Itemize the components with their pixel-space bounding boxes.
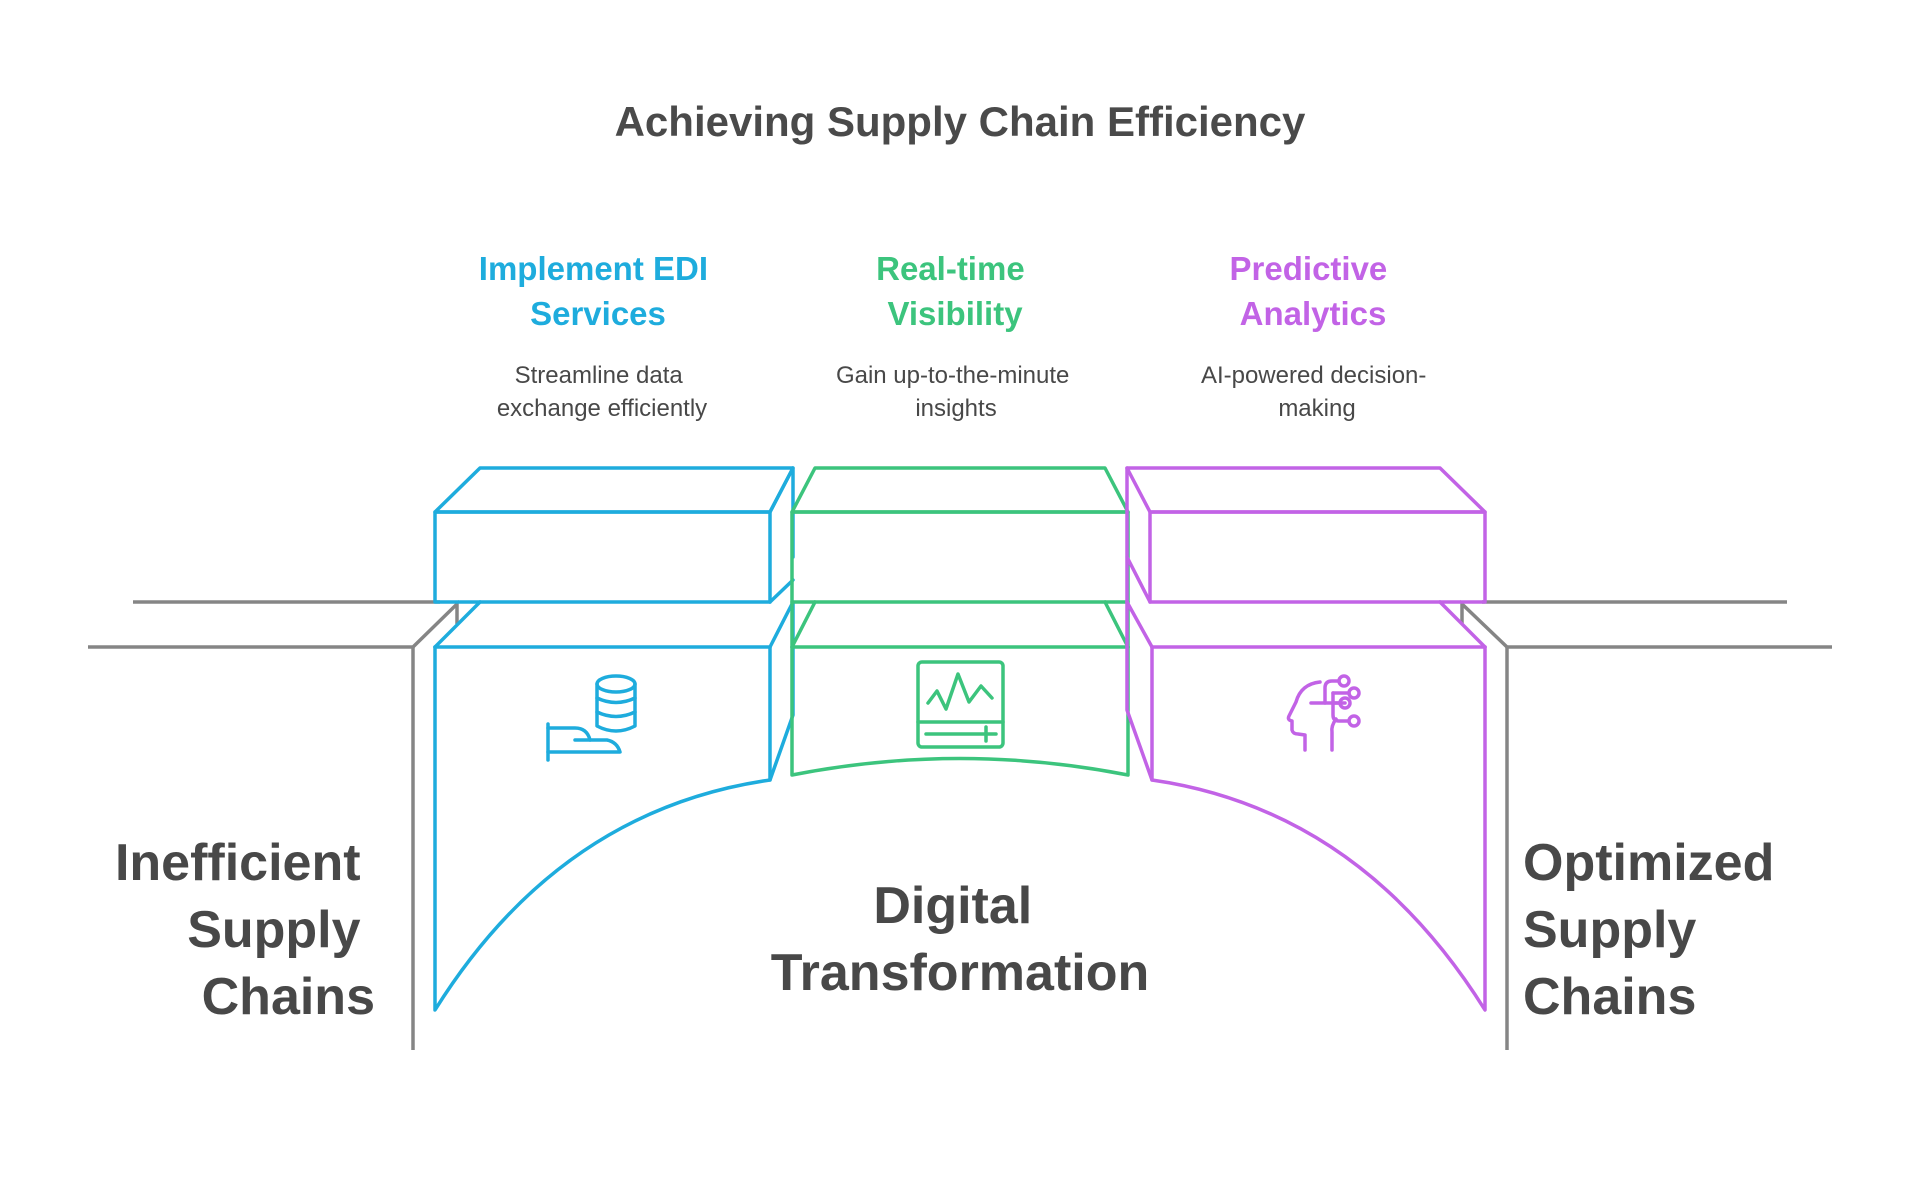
description-line: Streamline data bbox=[515, 362, 684, 389]
right-label: Optimized Supply Chains bbox=[1523, 834, 1789, 1026]
left-ground-front-line bbox=[88, 599, 459, 649]
center-label-line: Digital bbox=[873, 877, 1032, 935]
ai-head-circuit-icon bbox=[1286, 674, 1361, 752]
right-label-line: Chains bbox=[1523, 968, 1696, 1026]
svg-text:Predictive Analytics: Predictive Analytics bbox=[1230, 250, 1397, 332]
block-edi-lower-top bbox=[433, 600, 795, 649]
left-cliff bbox=[88, 599, 459, 1050]
svg-text:Streamline data exchange: Streamline data exchange efficiently bbox=[497, 362, 707, 422]
description-line: insights bbox=[915, 395, 996, 422]
heading-line: Real-time bbox=[876, 250, 1025, 287]
heading-line: Predictive bbox=[1230, 250, 1388, 287]
svg-text:Implement EDI Services: Implement EDI Services bbox=[479, 250, 717, 332]
heading-line: Services bbox=[530, 295, 666, 332]
monitor-waveform-icon bbox=[916, 660, 1005, 749]
block-visibility-upper-front bbox=[790, 510, 1130, 604]
block-edi bbox=[433, 466, 795, 1012]
block-label-edi: Implement EDI Services Streamline data e… bbox=[479, 250, 717, 422]
block-visibility bbox=[790, 466, 1130, 777]
block-analytics-upper-front bbox=[1148, 510, 1487, 604]
right-label-line: Optimized bbox=[1523, 834, 1774, 892]
block-visibility-arch-panel bbox=[790, 600, 1130, 777]
description-line: Gain up-to-the-minute bbox=[836, 362, 1069, 389]
block-analytics bbox=[1125, 466, 1487, 1012]
left-label-line: Inefficient bbox=[115, 834, 361, 892]
block-analytics-arch-panel bbox=[1150, 645, 1487, 1012]
block-edi-lower-side bbox=[768, 600, 795, 782]
center-label-line: Transformation bbox=[771, 944, 1150, 1002]
block-analytics-lower-side bbox=[1125, 600, 1154, 782]
right-label-line: Supply bbox=[1523, 901, 1696, 959]
hand-database-icon bbox=[546, 674, 637, 762]
description-line: exchange efficiently bbox=[497, 395, 707, 422]
svg-text:AI-powered decision- mak: AI-powered decision- making bbox=[1201, 362, 1433, 422]
block-analytics-upper-side bbox=[1125, 466, 1152, 604]
block-label-analytics: Predictive Analytics AI-powered decision… bbox=[1201, 250, 1433, 422]
block-edi-upper-top bbox=[433, 466, 795, 514]
heading-line: Analytics bbox=[1240, 295, 1387, 332]
svg-text:Real-time Visibility: Real-time Visibility bbox=[876, 250, 1034, 332]
block-analytics-lower-top bbox=[1125, 600, 1487, 649]
left-label: Inefficient Supply Chains bbox=[115, 834, 375, 1026]
right-cliff bbox=[1460, 599, 1832, 1050]
svg-text:Gain up-to-the-minute in: Gain up-to-the-minute insights bbox=[836, 362, 1076, 422]
left-label-line: Supply bbox=[187, 901, 360, 959]
block-edi-upper-side bbox=[768, 466, 795, 604]
description-line: making bbox=[1278, 395, 1355, 422]
description-line: AI-powered decision- bbox=[1201, 362, 1426, 389]
heading-line: Visibility bbox=[887, 295, 1023, 332]
block-analytics-upper-top bbox=[1125, 466, 1487, 514]
center-label: Digital Transformation bbox=[771, 877, 1150, 1002]
block-visibility-upper-top bbox=[790, 466, 1130, 514]
block-visibility-lower-top bbox=[790, 600, 1130, 649]
block-edi-upper-front bbox=[433, 510, 772, 604]
right-ground-front-line bbox=[1460, 599, 1832, 649]
heading-line: Implement EDI bbox=[479, 250, 708, 287]
diagram-title: Achieving Supply Chain Efficiency bbox=[615, 98, 1306, 145]
block-edi-arch-panel bbox=[433, 645, 772, 1012]
block-label-visibility: Real-time Visibility Gain up-to-the-minu… bbox=[836, 250, 1076, 422]
left-label-line: Chains bbox=[202, 968, 375, 1026]
